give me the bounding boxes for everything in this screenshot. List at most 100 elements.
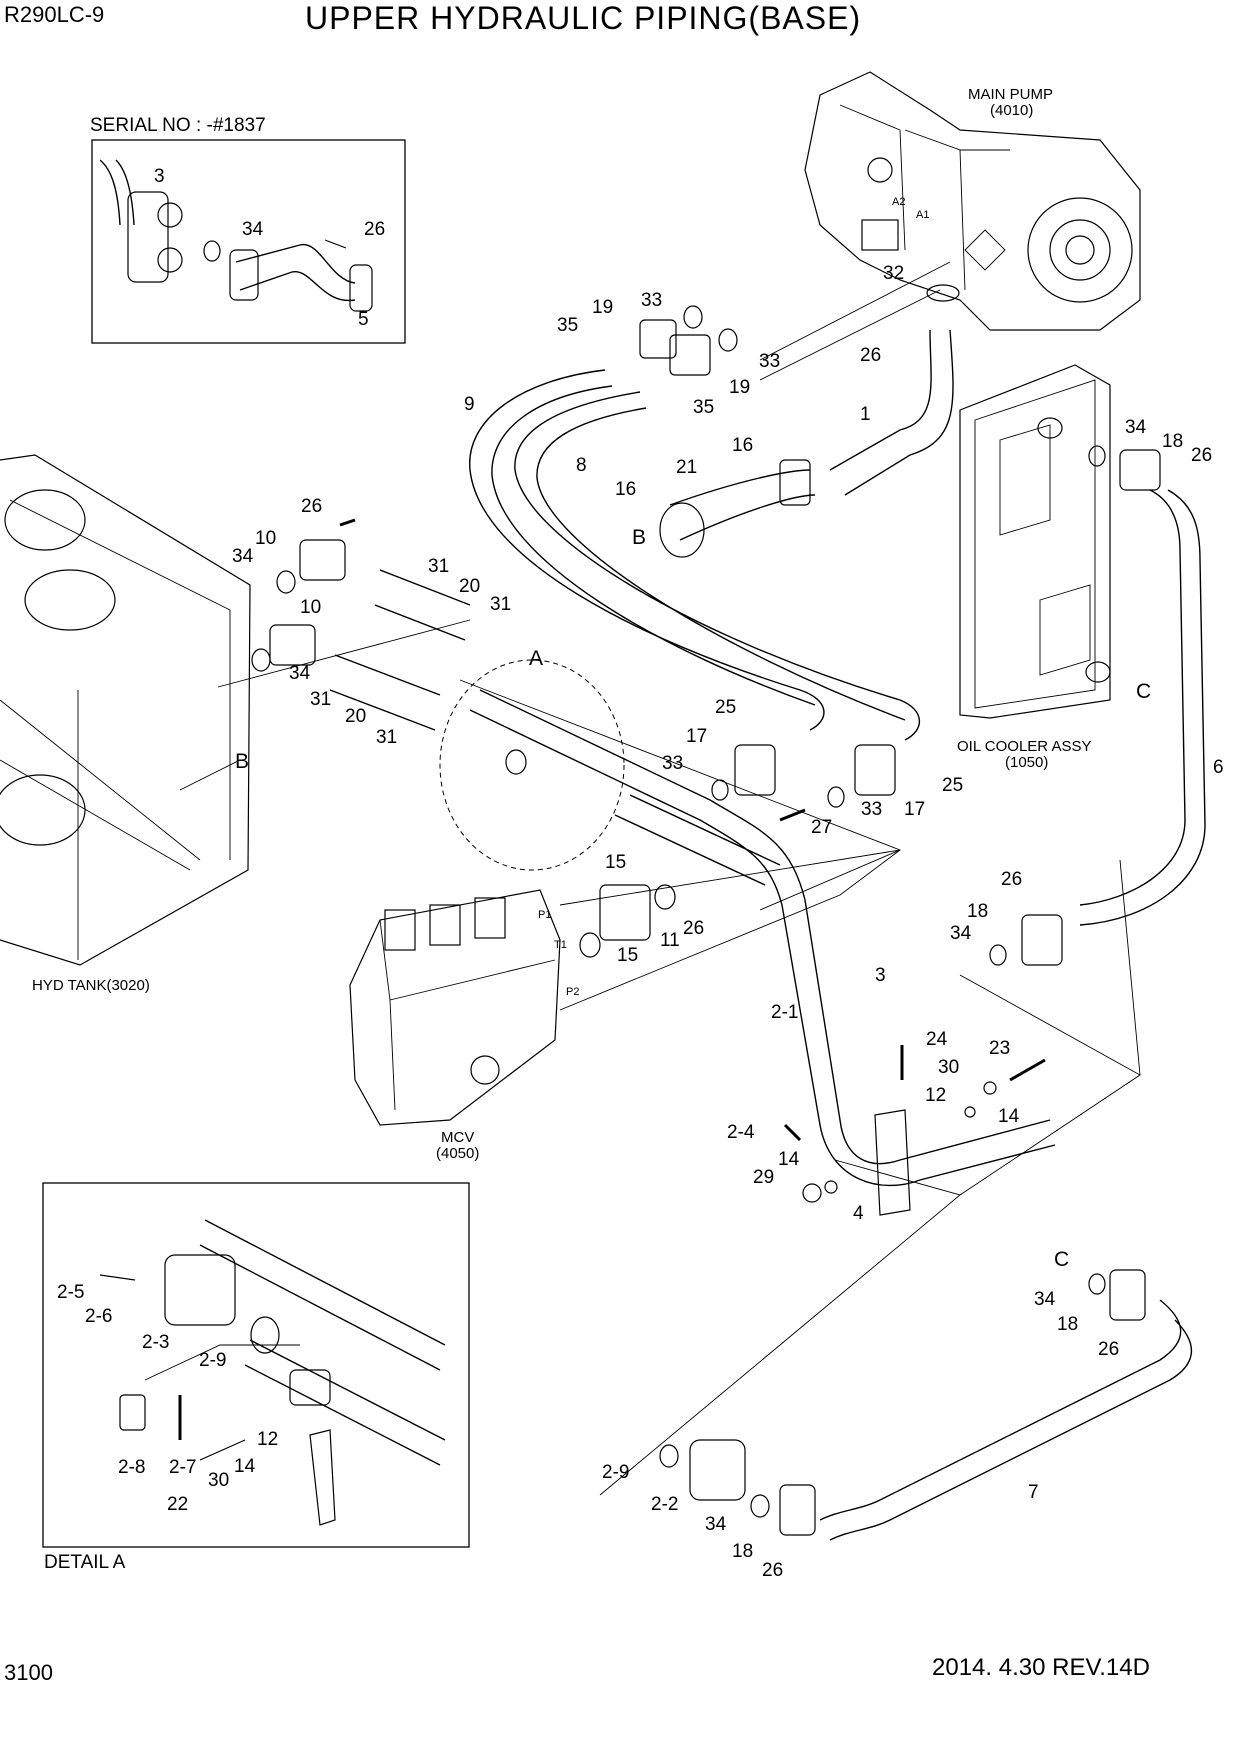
flange-10-upper [299,539,346,581]
callout-1: 1 [860,404,871,425]
callout-detail-12: 12 [257,1429,278,1450]
callout-serial-26: 26 [364,219,385,240]
callout-serial-5: 5 [358,309,369,330]
callout-25: 25 [942,775,963,796]
serial-pipe [99,159,135,226]
oring-34 [251,648,271,672]
page-number: 3100 [4,1660,53,1685]
oil-cooler-label: OIL COOLER ASSY [957,738,1092,755]
callout-16: 16 [732,435,753,456]
oring-34 [276,570,296,594]
mcv-port-p2: P2 [566,986,579,998]
callout-4: 4 [853,1203,864,1224]
callout-29: 29 [753,1167,774,1188]
revision-date: 2014. 4.30 REV.14D [932,1654,1150,1681]
callout-15: 15 [617,945,638,966]
hose-9 [469,369,825,731]
clamp-18 [1109,1269,1146,1321]
oring-34 [989,944,1007,966]
serial-box-frame [91,139,406,344]
callout-detail-2-9: 2-9 [199,1350,226,1371]
callout-34: 34 [232,546,254,567]
callout-8: 8 [576,455,587,476]
callout-26: 26 [1191,445,1212,466]
clamp-17 [854,744,896,796]
oring-33 [683,305,703,329]
oil-cooler-body [959,364,1111,719]
fittings [251,284,1161,1536]
callout-3: 3 [875,965,886,986]
pump-port-block [861,219,899,251]
callout-7: 7 [1028,1482,1039,1503]
callout-detail-2-6: 2-6 [85,1306,112,1327]
callout-26: 26 [301,496,322,517]
oring-32 [926,284,960,302]
callout-serial-34: 34 [242,219,264,240]
clamp-18 [1119,449,1161,491]
oring [505,749,527,775]
hose-8 [514,391,921,741]
callout-26: 26 [683,918,704,939]
clamp-18 [779,1484,816,1536]
detail-box-frame [42,1182,470,1548]
hyd-tank-body [0,454,251,966]
callout-18: 18 [967,901,988,922]
callout-26: 26 [762,1560,783,1581]
mcv-body [349,889,561,1126]
callout-15: 15 [605,852,626,873]
flange-10-lower [269,624,316,666]
marker-b-hose: B [632,526,646,549]
washer-14 [964,1106,976,1118]
hose-7 [819,1299,1192,1541]
pipe-3 [469,689,1056,1187]
mcv-port-t1: T1 [554,939,567,951]
hyd-tank-label: HYD TANK(3020) [32,977,150,994]
oring-15 [579,932,601,958]
port-a1: A1 [916,209,929,221]
flange-11 [599,884,651,941]
callout-19: 19 [592,297,613,318]
oring-34 [750,1494,770,1518]
marker-a: A [529,647,543,670]
callout-34: 34 [1125,417,1147,438]
adapter-2-2 [689,1439,746,1501]
marker-b-tank: B [235,750,249,773]
serial-label: SERIAL NO : -#1837 [90,115,266,136]
callout-serial-3: 3 [154,166,165,187]
serial-pump-port [127,191,169,283]
callout-18: 18 [1057,1314,1078,1335]
callout-35: 35 [557,315,578,336]
callout-14: 14 [998,1106,1020,1127]
callout-31: 31 [428,556,449,577]
callout-detail-2-3: 2-3 [142,1332,169,1353]
serial-oring [203,240,221,262]
callout-25: 25 [715,697,736,718]
callout-33: 33 [662,753,683,774]
callout-26: 26 [860,345,881,366]
callout-27: 27 [811,817,832,838]
oring-33 [827,786,845,808]
callout-34: 34 [705,1514,727,1535]
callout-26: 26 [1001,869,1022,890]
callout-21: 21 [676,457,697,478]
callout-31: 31 [490,594,511,615]
washer-14 [824,1180,838,1194]
clamp-19 [639,319,677,359]
hose-6 [1079,489,1206,926]
callout-10: 10 [255,528,276,549]
callout-17: 17 [904,799,925,820]
detail-label: DETAIL A [44,1552,126,1573]
main-pump: MAIN PUMP (4010) A2 A1 [804,71,1141,331]
callout-18: 18 [732,1541,753,1562]
callout-14: 14 [778,1149,800,1170]
callout-34: 34 [289,663,311,684]
callout-31: 31 [376,727,397,748]
main-pump-code: (4010) [990,102,1033,119]
port-a2: A2 [892,196,905,208]
callout-detail-14: 14 [234,1456,256,1477]
callout-20: 20 [459,576,480,597]
callout-detail-2-8: 2-8 [118,1457,145,1478]
oil-cooler-code: (1050) [1005,754,1048,771]
pipework [144,261,1206,1541]
